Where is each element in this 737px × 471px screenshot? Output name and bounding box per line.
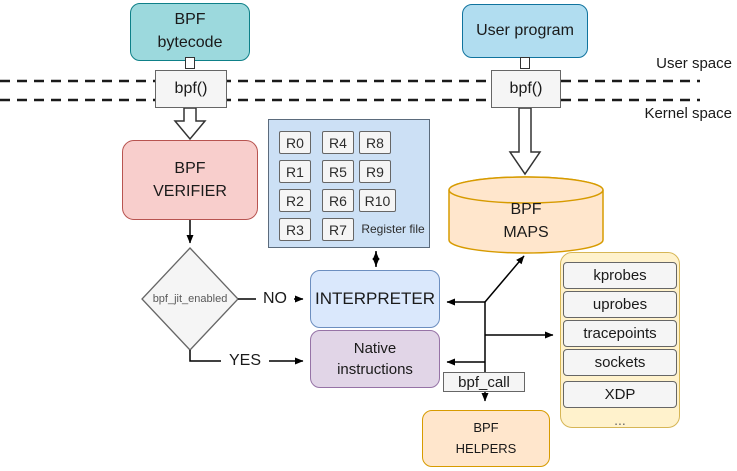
bpf-syscall-right-node: bpf(): [491, 70, 561, 108]
register-r2: R2: [279, 189, 311, 212]
bpf-verifier-label-line2: VERIFIER: [153, 183, 227, 200]
register-file-caption: Register file: [361, 222, 425, 236]
register-r0: R0: [279, 131, 311, 154]
kernel-space-label: Kernel space: [644, 104, 732, 122]
hook-xdp: XDP: [563, 381, 677, 408]
register-r9: R9: [359, 160, 391, 183]
register-r10: R10: [359, 189, 396, 212]
bpf-bytecode-node: BPF bytecode: [130, 3, 250, 61]
block-arrow-bpf-to-verifier: [173, 107, 207, 141]
hook-tracepoints: tracepoints: [563, 320, 677, 347]
bpf-maps-label-line1: BPF: [510, 201, 542, 218]
bpf-verifier-label-line1: BPF: [174, 159, 206, 177]
register-r7: R7: [322, 218, 354, 241]
bpf-syscall-right-label: bpf(): [509, 80, 543, 97]
hook-uprobes: uprobes: [563, 291, 677, 318]
register-r6: R6: [322, 189, 354, 212]
hook-kprobes: kprobes: [563, 262, 677, 289]
edge-label-yes: YES: [221, 352, 269, 370]
hook-sockets: sockets: [563, 349, 677, 376]
register-r4: R4: [322, 131, 354, 154]
register-r5: R5: [322, 160, 354, 183]
bpf-helpers-label-line1: BPF: [473, 420, 499, 436]
edge-label-no: NO: [256, 290, 294, 308]
bpf-bytecode-label-line1: BPF: [174, 11, 206, 29]
register-r1: R1: [279, 160, 311, 183]
arrow-junction-to-maps: [484, 255, 525, 303]
bpf-bytecode-label-line2: bytecode: [157, 34, 223, 51]
hook-more-ellipsis: ...: [614, 411, 626, 428]
native-label-line2: instructions: [337, 361, 413, 378]
jit-decision-label: bpf_jit_enabled: [152, 293, 228, 305]
register-r3: R3: [279, 218, 311, 241]
bpf-verifier-node: BPF VERIFIER: [122, 140, 258, 220]
connector-userprogram-bpf: [520, 57, 530, 69]
bpf-syscall-left-label: bpf(): [174, 80, 208, 97]
bpf-helpers-node: BPF HELPERS: [422, 410, 550, 467]
register-r8: R8: [359, 131, 391, 154]
native-instructions-node: Native instructions: [310, 330, 440, 388]
bpf-syscall-left-node: bpf(): [155, 70, 227, 108]
user-program-label: User program: [476, 22, 574, 39]
user-space-label: User space: [656, 54, 732, 72]
bpf-call-label: bpf_call: [458, 373, 510, 391]
connector-bytecode-bpf: [185, 57, 195, 69]
interpreter-label: INTERPRETER: [315, 289, 435, 308]
bpf-call-node: bpf_call: [443, 372, 525, 392]
native-label-line1: Native: [353, 340, 397, 357]
bpf-maps-label-line2: MAPS: [503, 224, 549, 242]
bpf-helpers-label-line2: HELPERS: [455, 440, 517, 456]
user-program-node: User program: [462, 4, 588, 58]
interpreter-node: INTERPRETER: [310, 270, 440, 328]
block-arrow-bpf-to-maps: [508, 107, 542, 176]
bpf-maps-label: BPF MAPS: [461, 198, 591, 244]
bpf-maps-cylinder-top: [448, 176, 604, 204]
